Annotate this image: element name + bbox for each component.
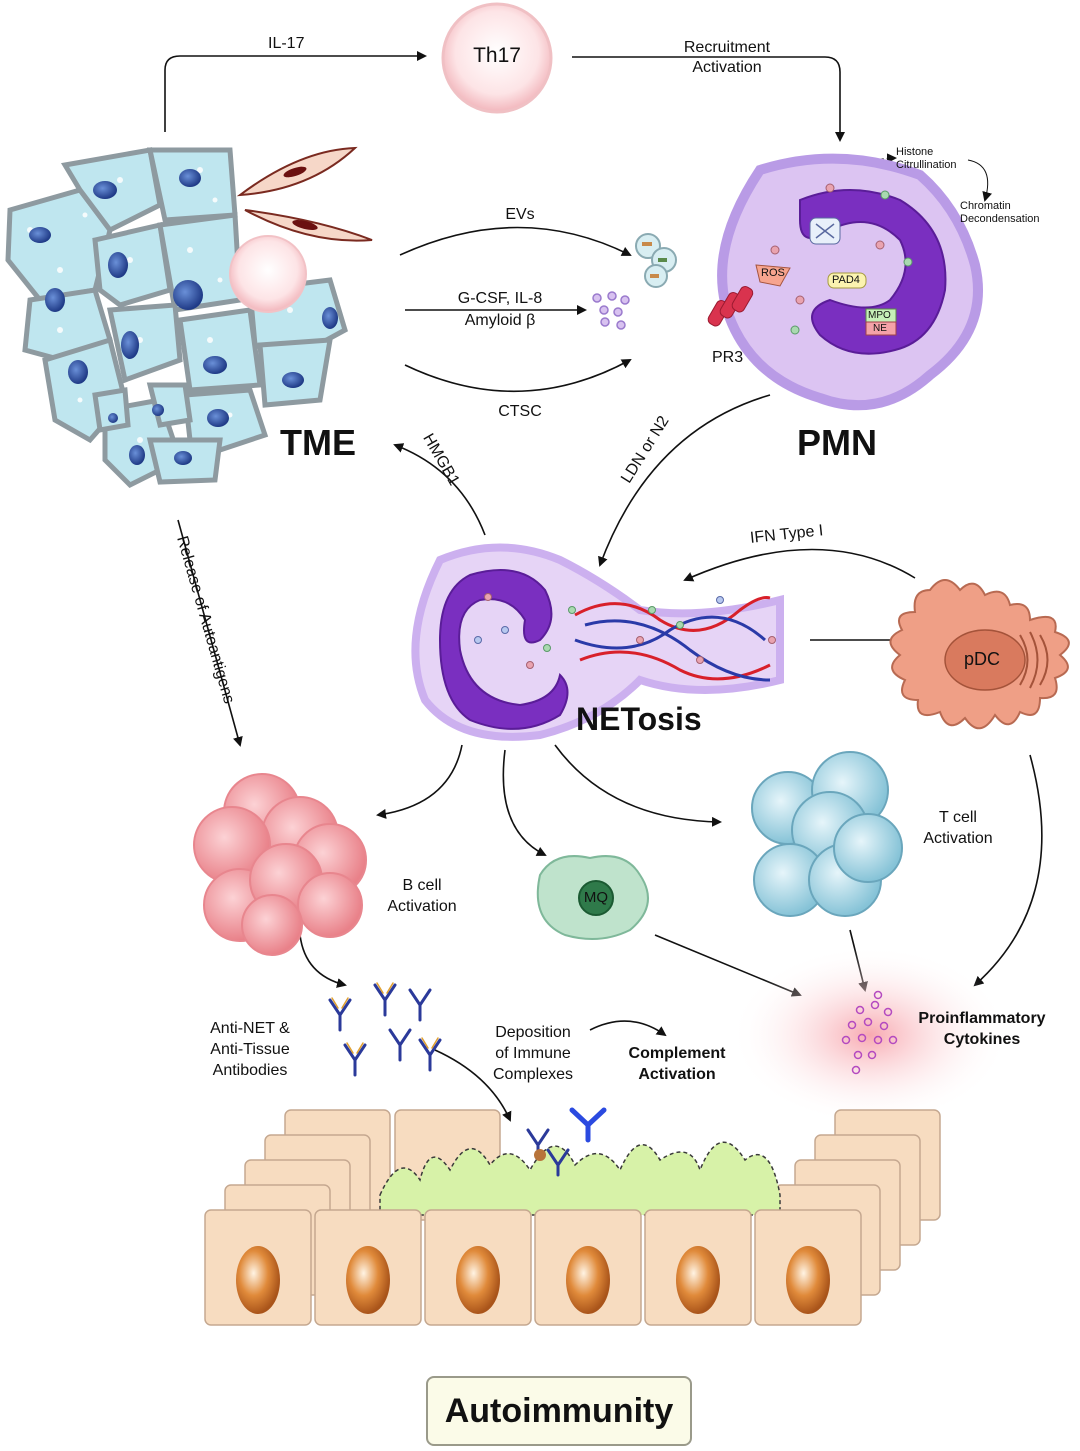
arrow-to-mq [502,749,547,856]
label-pmn: PMN [797,422,877,463]
label-histone: Histone [896,146,934,158]
label-amyloid: Amyloid β [464,312,536,329]
label-ne: NE [873,323,887,334]
label-tcell-2: Activation [923,830,993,847]
arrow-pdc-cytokines [973,754,1043,987]
label-pad4: PAD4 [832,274,860,286]
pmn-neutrophil [707,153,983,411]
evs-particles [592,233,677,330]
bcell-cluster [193,773,367,956]
label-complement-1: Complement [628,1045,726,1062]
macrophage-cell [536,855,649,940]
label-gcsf: G-CSF, IL-8 [457,290,543,307]
arrows [164,51,1043,1122]
label-chromatin: Chromatin [960,200,1011,212]
label-il17: IL-17 [268,35,305,52]
autoimmunity-box: Autoimmunity [426,1376,692,1446]
label-antinet-2: Anti-Tissue [210,1041,290,1058]
label-decondensation: Decondensation [960,213,1040,225]
label-pr3: PR3 [712,349,744,366]
arrow-hmgb1 [393,443,486,536]
arrow-il17 [164,51,427,132]
label-tme: TME [280,422,356,463]
pdc-cell [889,579,1070,730]
arrow-complement [589,1020,667,1037]
arrow-evs [399,226,632,256]
label-antinet-3: Antibodies [212,1062,288,1079]
label-deposition-2: of Immune [495,1045,571,1062]
label-bcell-2: Activation [387,898,457,915]
label-ctsc: CTSC [498,403,542,420]
antibodies [328,982,442,1077]
label-antinet-1: Anti-NET & [210,1020,290,1037]
arrow-antibodies-deposition [434,1049,512,1122]
th17-cell [441,2,553,114]
arrow-chromatin [967,159,993,202]
label-activation-top: Activation [692,59,762,76]
tissue-epithelium [204,1107,941,1326]
label-complement-2: Activation [638,1066,716,1083]
label-netosis: NETosis [576,701,702,737]
arrow-ctsc [404,359,632,393]
tcell-cluster [751,751,903,917]
tme-cluster [5,146,373,489]
arrow-release [177,519,243,747]
arrow-bcell-antibodies [299,934,347,988]
label-pdc: pDC [964,649,1001,669]
netosis-cell [411,543,784,741]
cytokine-glow [730,945,1010,1125]
label-citrullination: Citrullination [896,159,957,171]
label-th17: Th17 [473,44,521,67]
autoimmunity-title: Autoimmunity [444,1391,674,1430]
arrow-recruitment [572,56,845,142]
label-proinflam-2: Cytokines [943,1031,1021,1048]
label-mpo: MPO [868,310,891,321]
label-mq: MQ [583,889,609,906]
label-bcell-1: B cell [402,877,442,894]
label-recruitment: Recruitment [683,39,771,56]
label-evs: EVs [505,206,535,223]
label-tcell-1: T cell [939,809,977,826]
label-deposition-1: Deposition [495,1024,571,1041]
label-ros: ROS [761,267,785,279]
label-proinflam-1: Proinflammatory [918,1010,1046,1027]
cytokine-particles [841,990,898,1075]
arrow-to-bcell [376,744,463,819]
arrow-ifn [683,548,916,582]
arrow-to-tcell [554,744,722,827]
arrow-ldn [598,394,771,567]
label-deposition-3: Complexes [492,1066,574,1083]
